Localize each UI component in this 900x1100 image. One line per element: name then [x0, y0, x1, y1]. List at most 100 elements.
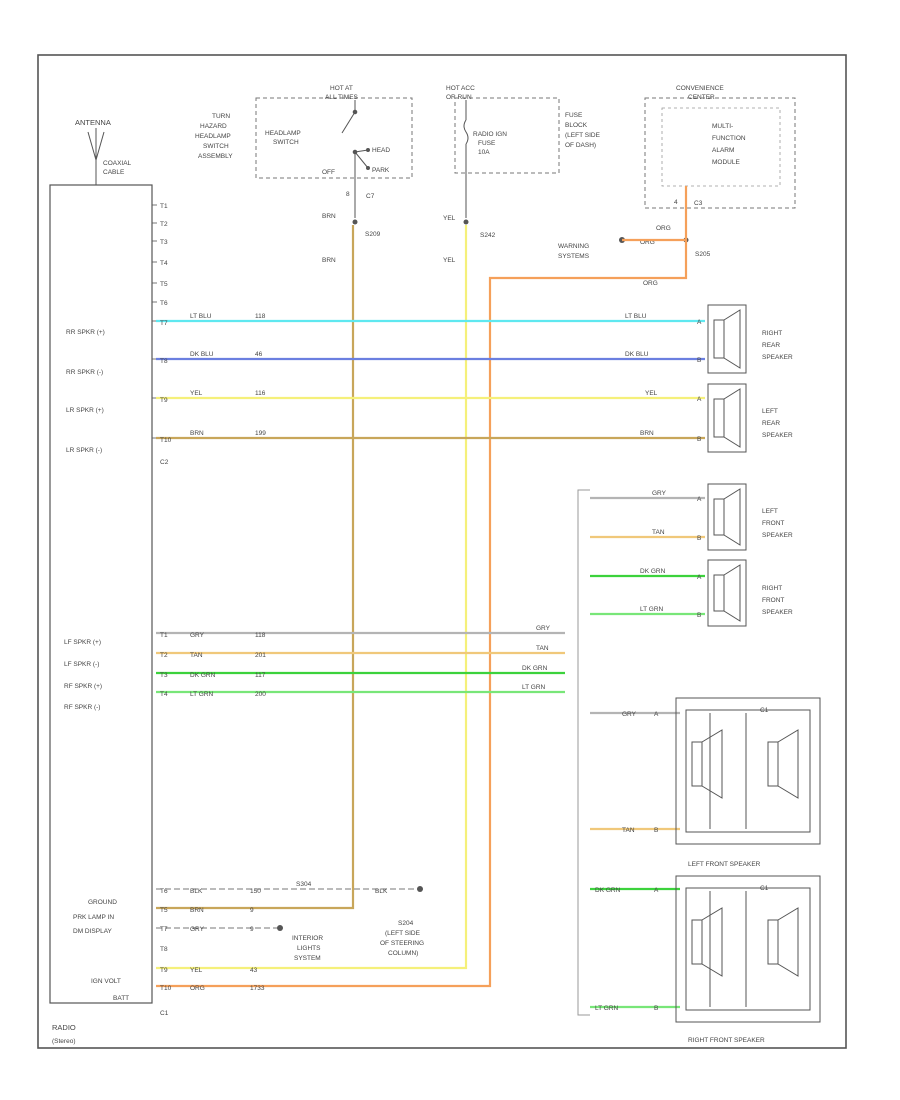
convenience-header-1: CONVENIENCE — [676, 85, 724, 92]
rr-spkr-plus-label: RR SPKR (+) — [66, 329, 105, 336]
headlamp-park: PARK — [372, 167, 390, 174]
switch-contact-icon — [341, 100, 370, 218]
alarm-wire-3: ORG — [643, 280, 658, 287]
lf-wire-label: TAN — [652, 529, 665, 536]
c1-pin: T5 — [160, 907, 168, 914]
rear-end-wire: BRN — [640, 430, 654, 437]
coax-label-2: CABLE — [103, 169, 125, 176]
rear-circuit: 46 — [255, 351, 263, 358]
headlamp-head: HEAD — [372, 147, 390, 154]
right-front-label-2: FRONT — [762, 597, 784, 604]
prk-lamp-label: PRK LAMP IN — [73, 914, 114, 921]
antenna-label: ANTENNA — [75, 118, 111, 127]
splice-s242-dot — [463, 219, 469, 225]
c2-pin-label: T3 — [160, 239, 168, 246]
rear-pin: T10 — [160, 437, 172, 444]
alarm-module-3: ALARM — [712, 147, 734, 154]
rear-circuit: 199 — [255, 430, 266, 437]
left-front-label-1: LEFT — [762, 508, 778, 515]
ign-volt-label: IGN VOLT — [91, 978, 121, 985]
c1-wire: GRY — [190, 926, 205, 933]
c1-wire: ORG — [190, 985, 205, 992]
front-pin: T4 — [160, 691, 168, 698]
fuse-side-4: OF DASH) — [565, 142, 596, 149]
headlamp-off: OFF — [322, 169, 335, 176]
front-end-wire: LT GRN — [522, 684, 546, 691]
c1-circuit: 1733 — [250, 985, 265, 992]
fuse-box — [454, 97, 560, 174]
lr-spkr-plus-label: LR SPKR (+) — [66, 407, 104, 414]
interior-label-3: SYSTEM — [294, 955, 321, 962]
left-rear-label-2: REAR — [762, 420, 780, 427]
c1-circuit: 150 — [250, 888, 261, 895]
right-front-label-3: SPEAKER — [762, 609, 793, 616]
rear-pin: T9 — [160, 397, 168, 404]
speaker-pin: B — [697, 612, 701, 619]
radio-box — [49, 184, 153, 1004]
speaker-pin: B — [697, 436, 701, 443]
warning-1: WARNING — [558, 243, 589, 250]
fuse-side-3: (LEFT SIDE — [565, 132, 601, 139]
coax-label-1: COAXIAL — [103, 160, 132, 167]
interior-label-1: INTERIOR — [292, 935, 323, 942]
c1-pin: T9 — [160, 967, 168, 974]
fuse-side-2: BLOCK — [565, 122, 588, 129]
front-circuit: 200 — [255, 691, 266, 698]
c2-pin-label: T1 — [160, 203, 168, 210]
ground-end-dot — [417, 886, 423, 892]
front-wire: LT GRN — [190, 691, 214, 698]
s204-label-4: COLUMN) — [388, 950, 418, 957]
alarm-wire: ORG — [656, 225, 671, 232]
wire-yel-feed — [156, 225, 468, 970]
front-end-wire: TAN — [536, 645, 549, 652]
c1-label: C1 — [160, 1010, 169, 1017]
interior-end-dot — [277, 925, 283, 931]
box1-pin: B — [654, 827, 658, 834]
box1-wire: GRY — [622, 711, 637, 718]
front-circuit: 118 — [255, 632, 266, 639]
alarm-wire-2: ORG — [640, 239, 655, 246]
rear-end-wire: YEL — [645, 390, 658, 397]
c1-wire: BLK — [190, 888, 203, 895]
s204-label-2: (LEFT SIDE — [385, 930, 421, 937]
radio-subtitle: (Stereo) — [52, 1038, 75, 1045]
left-front-label-3: SPEAKER — [762, 532, 793, 539]
box1-conn: C1 — [760, 707, 769, 714]
c1-circuit: 43 — [250, 967, 258, 974]
c1-pin: T7 — [160, 926, 168, 933]
c1-circuit: 9 — [250, 926, 254, 933]
s204-label-1: S204 — [398, 920, 414, 927]
convenience-box — [644, 97, 796, 209]
alarm-module-4: MODULE — [712, 159, 740, 166]
lr-spkr-minus-label: LR SPKR (-) — [66, 447, 102, 454]
headlamp-side-1: TURN — [212, 113, 230, 120]
fuse-label-2: FUSE — [478, 140, 496, 147]
front-wire: DK GRN — [190, 672, 216, 679]
front-pin: T3 — [160, 672, 168, 679]
headlamp-side-2: HAZARD — [200, 123, 227, 130]
ground-label: GROUND — [88, 899, 117, 906]
alarm-module-2: FUNCTION — [712, 135, 746, 142]
ground-wire-label: BLK — [375, 888, 388, 895]
front-end-wire: GRY — [536, 625, 551, 632]
hot-all-times-1: HOT AT — [330, 85, 353, 92]
speaker-pin: B — [697, 535, 701, 542]
alarm-conn: C3 — [694, 200, 703, 207]
left-rear-label-3: SPEAKER — [762, 432, 793, 439]
headlamp-wire: BRN — [322, 213, 336, 220]
ground-splice-label: S304 — [296, 881, 312, 888]
headlamp-side-5: ASSEMBLY — [198, 153, 233, 160]
alarm-module-box — [661, 107, 781, 187]
splice-s242: S242 — [480, 232, 496, 239]
splice-s205: S205 — [695, 251, 711, 258]
headlamp-switch-label-1: HEADLAMP — [265, 130, 301, 137]
speaker-box-1 — [675, 697, 821, 845]
wire-org-feed — [156, 186, 688, 988]
wires — [156, 186, 705, 1009]
alarm-module-1: MULTI- — [712, 123, 733, 130]
headlamp-switch-label-2: SWITCH — [273, 139, 299, 146]
rear-circuit: 118 — [255, 313, 266, 320]
speaker-pin: A — [697, 574, 702, 581]
c1-pin: T10 — [160, 985, 172, 992]
